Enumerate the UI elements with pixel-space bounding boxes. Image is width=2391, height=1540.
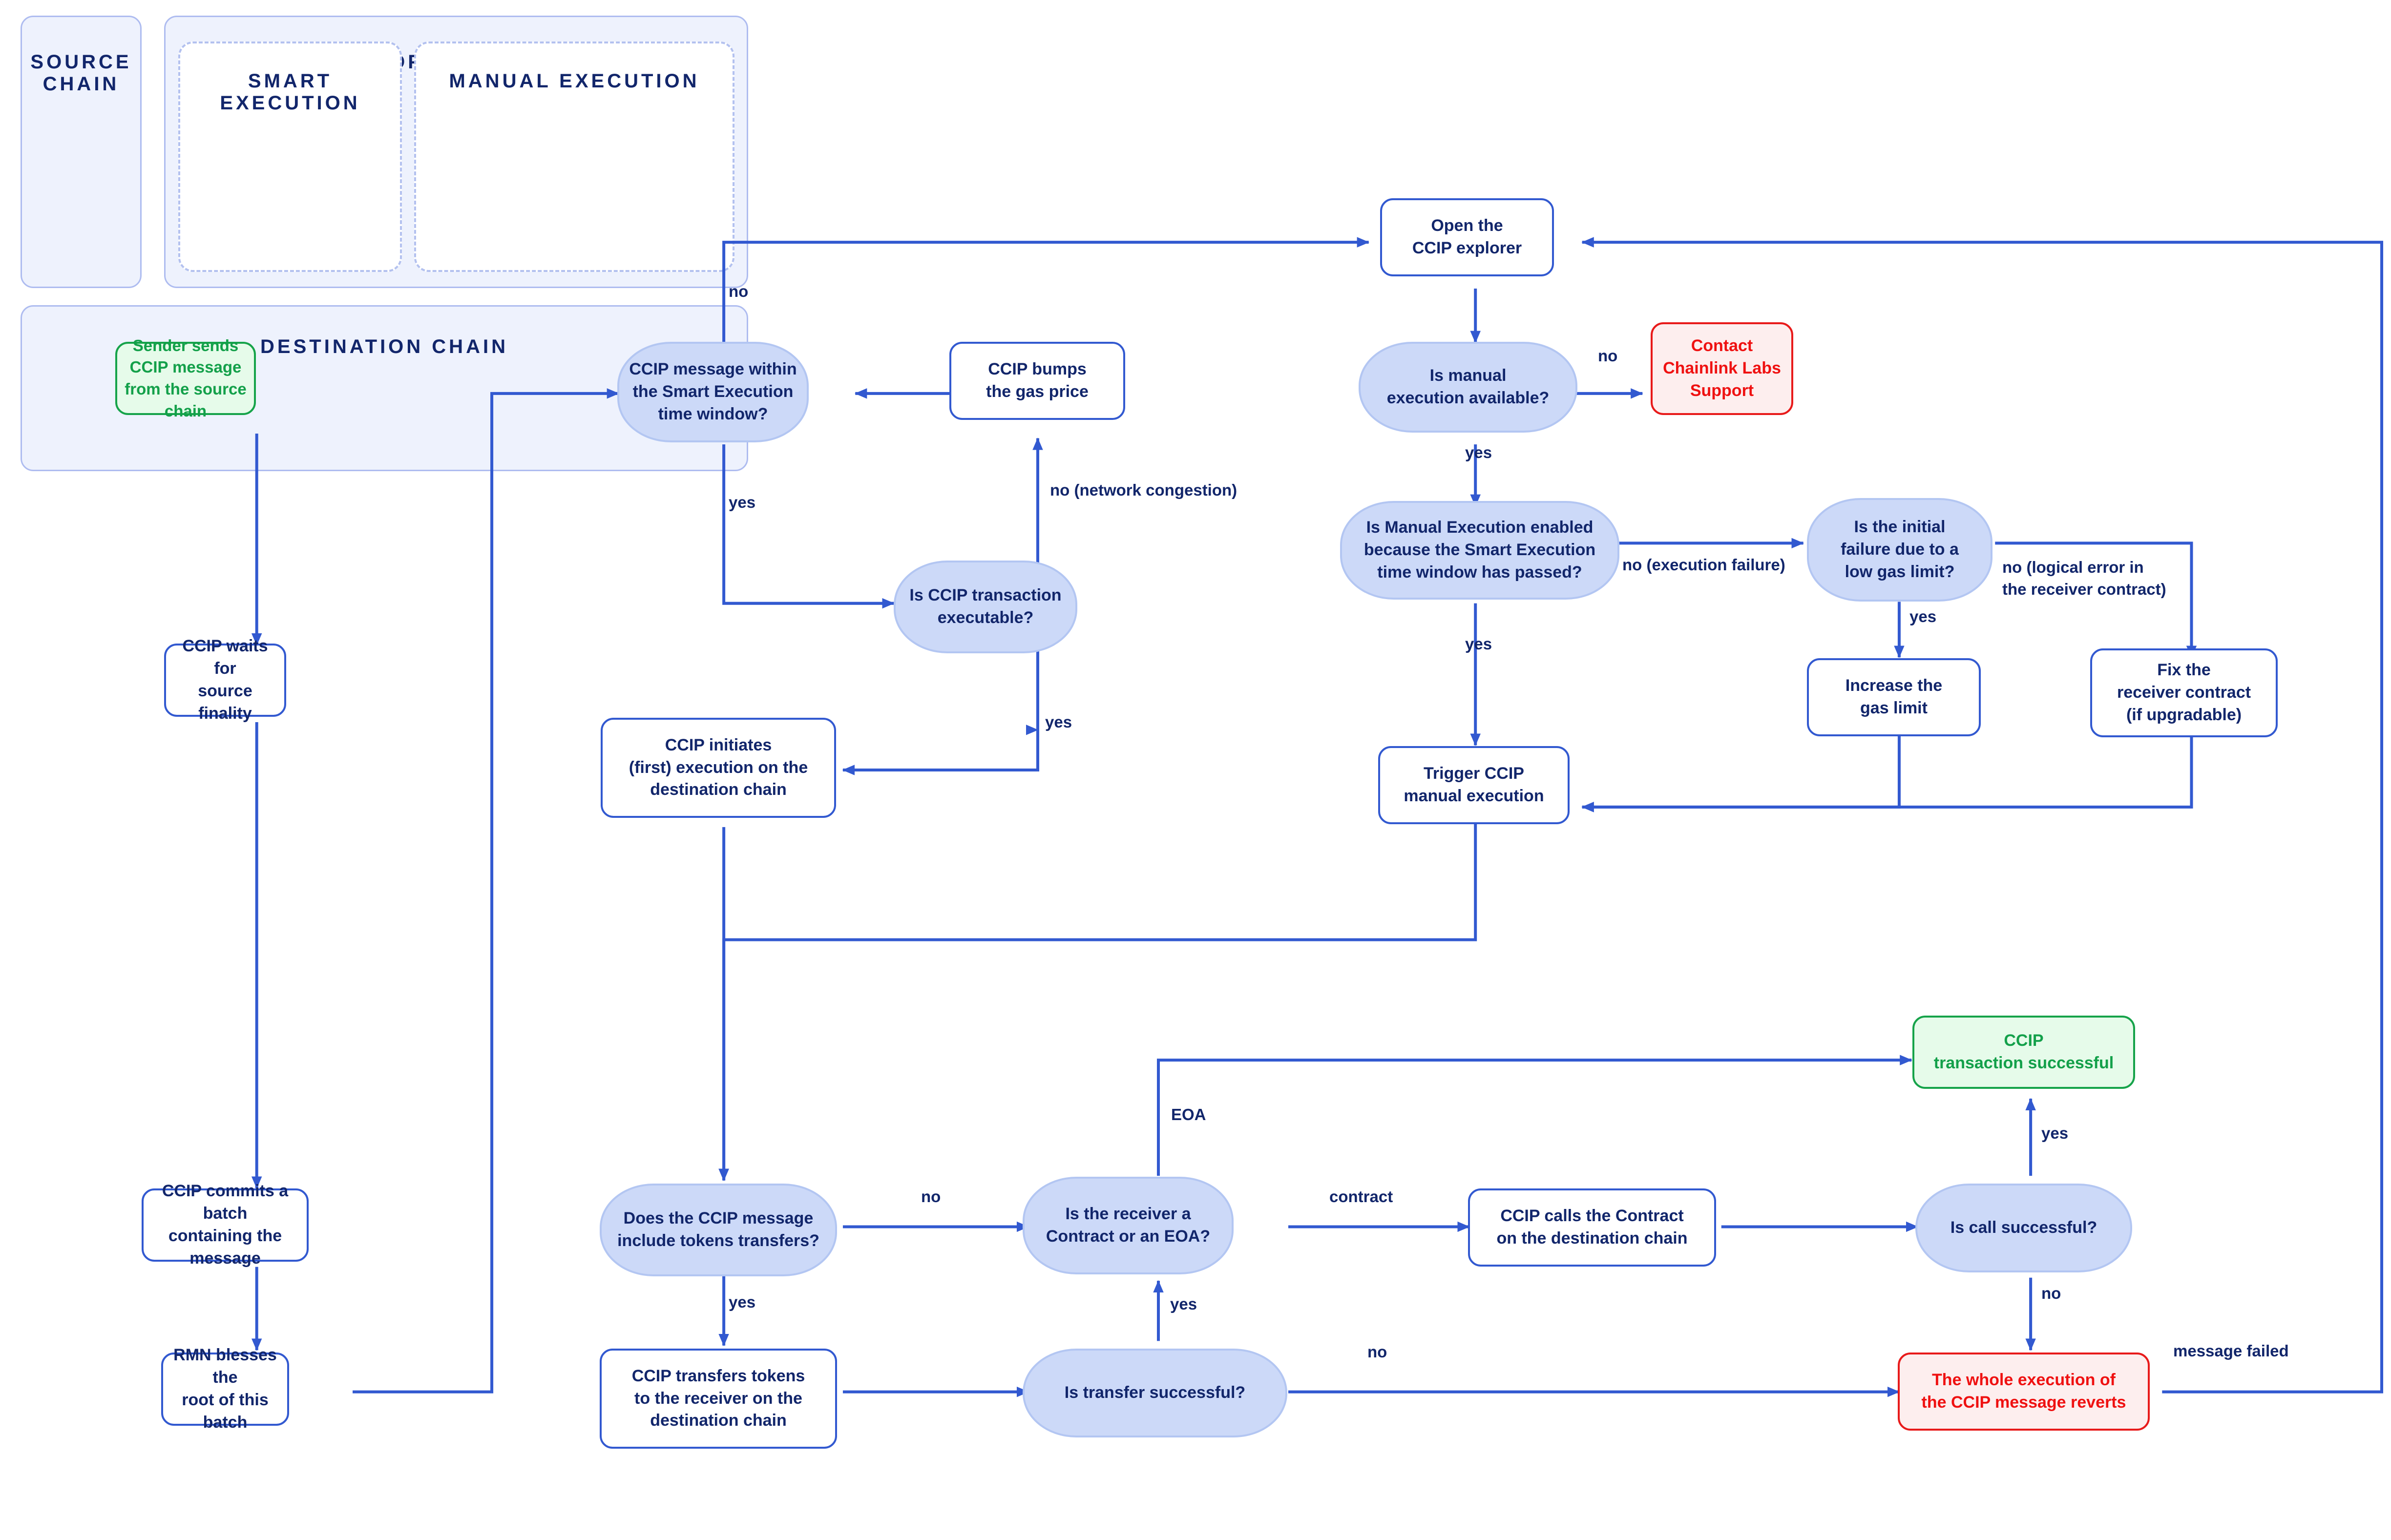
node-contact-support[interactable]: Contact Chainlink Labs Support bbox=[1651, 322, 1793, 415]
node-manual-available[interactable]: Is manual execution available? bbox=[1359, 342, 1577, 433]
node-label: Trigger CCIP manual execution bbox=[1404, 764, 1544, 805]
node-manual-enabled[interactable]: Is Manual Execution enabled because the … bbox=[1340, 501, 1619, 600]
node-label: Fix the receiver contract (if upgradable… bbox=[2117, 661, 2251, 724]
node-commits-batch[interactable]: CCIP commits a batch containing the mess… bbox=[142, 1182, 309, 1268]
edge-label-yes-tokens: yes bbox=[729, 1293, 756, 1311]
panel-title-source-chain: SOURCE CHAIN bbox=[30, 51, 132, 95]
node-transfers-tokens[interactable]: CCIP transfers tokens to the receiver on… bbox=[600, 1349, 837, 1449]
node-label: RMN blesses the root of this batch bbox=[173, 1346, 277, 1432]
node-label: Is manual execution available? bbox=[1386, 366, 1550, 407]
edge-label-yes-low-gas: yes bbox=[1909, 607, 1937, 625]
edge-label-eoa: EOA bbox=[1171, 1105, 1206, 1124]
node-transfer-successful[interactable]: Is transfer successful? bbox=[1023, 1349, 1287, 1437]
node-label: Does the CCIP message include tokens tra… bbox=[617, 1209, 819, 1250]
edge-label-no-tokens: no bbox=[921, 1187, 941, 1206]
node-trigger-manual-execution[interactable]: Trigger CCIP manual execution bbox=[1378, 746, 1570, 824]
panel-smart-execution: SMART EXECUTION bbox=[178, 42, 402, 272]
node-label: CCIP waits for source finality bbox=[182, 637, 268, 723]
edge-label-contract: contract bbox=[1329, 1187, 1393, 1206]
node-open-explorer[interactable]: Open the CCIP explorer bbox=[1380, 198, 1554, 276]
node-label: CCIP transaction successful bbox=[1933, 1031, 2114, 1072]
edge-label-no-window: no bbox=[729, 282, 749, 300]
node-label: Is call successful? bbox=[1950, 1218, 2097, 1237]
node-rmn-blesses[interactable]: RMN blesses the root of this batch bbox=[161, 1346, 289, 1432]
node-message-within-window[interactable]: CCIP message within the Smart Execution … bbox=[617, 342, 809, 442]
panel-title-manual-execution: MANUAL EXECUTION bbox=[449, 70, 700, 92]
node-label: The whole execution of the CCIP message … bbox=[1921, 1371, 2126, 1412]
node-label: Increase the gas limit bbox=[1845, 676, 1943, 717]
node-label: CCIP initiates (first) execution on the … bbox=[629, 735, 808, 799]
node-initiates-execution[interactable]: CCIP initiates (first) execution on the … bbox=[601, 718, 836, 818]
node-label: Is CCIP transaction executable? bbox=[909, 586, 1062, 627]
node-sender-sends[interactable]: Sender sends CCIP message from the sourc… bbox=[115, 336, 256, 420]
node-include-token-transfers[interactable]: Does the CCIP message include tokens tra… bbox=[600, 1184, 837, 1276]
edge-label-yes-call: yes bbox=[2041, 1124, 2069, 1142]
edge-label-no-congestion: no (network congestion) bbox=[1050, 481, 1237, 499]
node-initial-failure[interactable]: Is the initial failure due to a low gas … bbox=[1807, 498, 1992, 602]
edge-label-yes-manual-enabled: yes bbox=[1465, 635, 1492, 653]
node-fix-receiver-contract[interactable]: Fix the receiver contract (if upgradable… bbox=[2090, 648, 2278, 737]
node-label: CCIP calls the Contract on the destinati… bbox=[1496, 1207, 1688, 1248]
node-label: Is the initial failure due to a low gas … bbox=[1841, 518, 1959, 581]
node-label: Contact Chainlink Labs Support bbox=[1663, 336, 1781, 400]
node-label: Open the CCIP explorer bbox=[1412, 216, 1522, 257]
edge-label-message-failed: message failed bbox=[2173, 1342, 2289, 1360]
edge-label-no-manual-available: no bbox=[1598, 347, 1618, 365]
edge-label-no-execution-failure: no (execution failure) bbox=[1622, 556, 1785, 574]
edge-label-yes-window: yes bbox=[729, 493, 756, 511]
node-bumps-gas[interactable]: CCIP bumps the gas price bbox=[949, 342, 1125, 420]
node-tx-executable[interactable]: Is CCIP transaction executable? bbox=[894, 561, 1077, 653]
node-label: Is Manual Execution enabled because the … bbox=[1363, 518, 1596, 582]
node-call-successful[interactable]: Is call successful? bbox=[1915, 1184, 2132, 1272]
node-label: CCIP commits a batch containing the mess… bbox=[162, 1182, 289, 1268]
node-label: Sender sends CCIP message from the sourc… bbox=[125, 336, 247, 420]
panel-manual-execution: MANUAL EXECUTION bbox=[414, 42, 734, 272]
node-receiver-contract-or-eoa[interactable]: Is the receiver a Contract or an EOA? bbox=[1023, 1177, 1234, 1274]
node-label: CCIP transfers tokens to the receiver on… bbox=[631, 1366, 805, 1430]
node-label: CCIP message within the Smart Execution … bbox=[629, 360, 797, 423]
node-waits-finality[interactable]: CCIP waits for source finality bbox=[164, 637, 286, 723]
node-label: Is transfer successful? bbox=[1064, 1383, 1246, 1402]
edge-label-yes-executable: yes bbox=[1045, 713, 1072, 731]
edge-label-yes-manual-available: yes bbox=[1465, 443, 1492, 461]
panel-title-destination-chain: DESTINATION CHAIN bbox=[260, 336, 508, 357]
node-label: Is the receiver a Contract or an EOA? bbox=[1046, 1205, 1211, 1246]
panel-source-chain: SOURCE CHAIN bbox=[21, 16, 142, 288]
node-execution-reverts[interactable]: The whole execution of the CCIP message … bbox=[1898, 1353, 2150, 1431]
node-increase-gas-limit[interactable]: Increase the gas limit bbox=[1807, 658, 1981, 736]
node-calls-contract[interactable]: CCIP calls the Contract on the destinati… bbox=[1468, 1188, 1716, 1267]
edge-label-no-logical-error: no (logical error in the receiver contra… bbox=[2002, 558, 2166, 598]
edge-label-yes-transfer: yes bbox=[1170, 1295, 1197, 1313]
panel-title-smart-execution: SMART EXECUTION bbox=[220, 70, 360, 114]
edge-label-no-call: no bbox=[2041, 1284, 2061, 1302]
node-label: CCIP bumps the gas price bbox=[986, 360, 1089, 401]
edge-label-no-transfer: no bbox=[1367, 1343, 1387, 1361]
node-transaction-successful[interactable]: CCIP transaction successful bbox=[1912, 1016, 2135, 1089]
